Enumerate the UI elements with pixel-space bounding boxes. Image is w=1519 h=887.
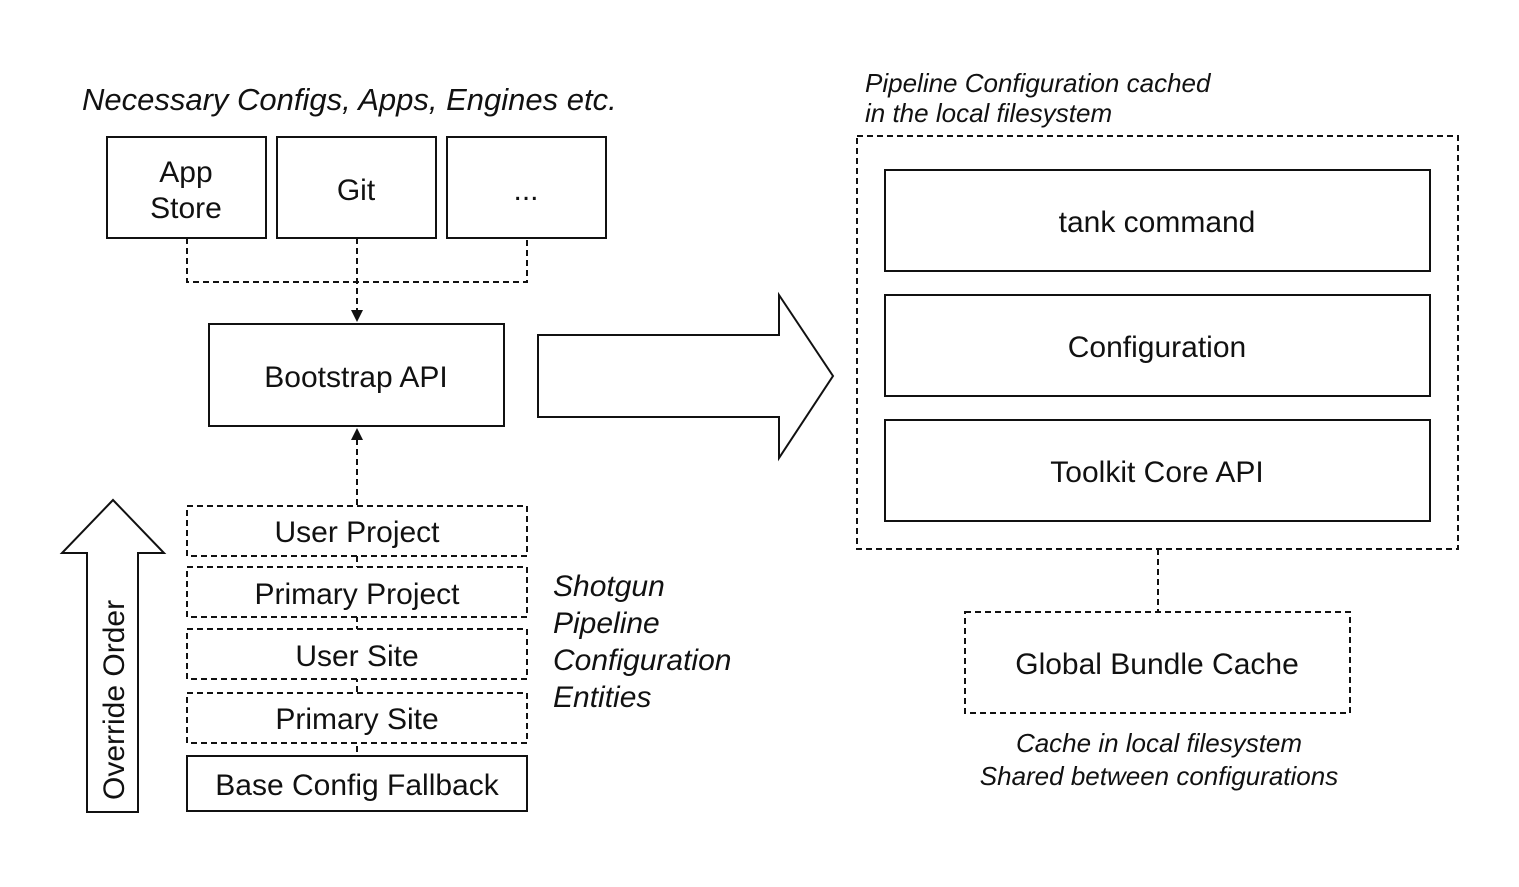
layer-configuration: Configuration — [884, 294, 1431, 397]
entity-base-config-fallback-label: Base Config Fallback — [215, 769, 499, 802]
bundle-cache-caption-line2: Shared between configurations — [980, 761, 1338, 791]
entity-user-project-label: User Project — [274, 516, 440, 549]
entity-primary-project: Primary Project — [186, 566, 528, 618]
layer-toolkit-core-api: Toolkit Core API — [884, 419, 1431, 522]
source-app-store: App Store — [106, 136, 267, 239]
layer-tank-command-label: tank command — [1059, 206, 1256, 239]
entity-base-config-fallback: Base Config Fallback — [186, 755, 528, 812]
override-order-arrow — [59, 498, 167, 813]
pipeline-config-caption-line2: in the local filesystem — [865, 98, 1112, 128]
global-bundle-cache-label: Global Bundle Cache — [1015, 648, 1299, 681]
entities-caption-line2: Pipeline — [553, 607, 660, 640]
pipeline-config-caption-line1: Pipeline Configuration cached — [865, 68, 1212, 98]
bootstrap-api-box: Bootstrap API — [208, 323, 505, 427]
layer-configuration-label: Configuration — [1068, 331, 1246, 364]
entity-primary-project-label: Primary Project — [254, 578, 460, 611]
source-other: ... — [446, 136, 607, 239]
source-git-label: Git — [337, 174, 376, 207]
global-bundle-cache-box: Global Bundle Cache — [964, 611, 1351, 714]
entities-caption-line3: Configuration — [553, 644, 731, 677]
entity-user-site-label: User Site — [295, 640, 418, 673]
sources-heading: Necessary Configs, Apps, Engines etc. — [82, 82, 617, 117]
source-git: Git — [276, 136, 437, 239]
source-app-store-line2: Store — [150, 192, 222, 225]
bootstrap-output-arrow — [537, 291, 835, 462]
entities-caption-line4: Entities — [553, 681, 651, 714]
source-other-label: ... — [513, 174, 538, 207]
entity-user-site: User Site — [186, 628, 528, 680]
layer-toolkit-core-api-label: Toolkit Core API — [1050, 456, 1263, 489]
layer-tank-command: tank command — [884, 169, 1431, 272]
entity-user-project: User Project — [186, 505, 528, 557]
override-order-label: Override Order — [98, 600, 131, 800]
entities-caption-line1: Shotgun — [553, 570, 665, 603]
bootstrap-api-label: Bootstrap API — [264, 361, 447, 394]
source-app-store-line1: App — [159, 156, 212, 189]
bundle-cache-caption-line1: Cache in local filesystem — [1016, 728, 1302, 758]
entity-primary-site-label: Primary Site — [275, 703, 438, 736]
entity-primary-site: Primary Site — [186, 692, 528, 744]
